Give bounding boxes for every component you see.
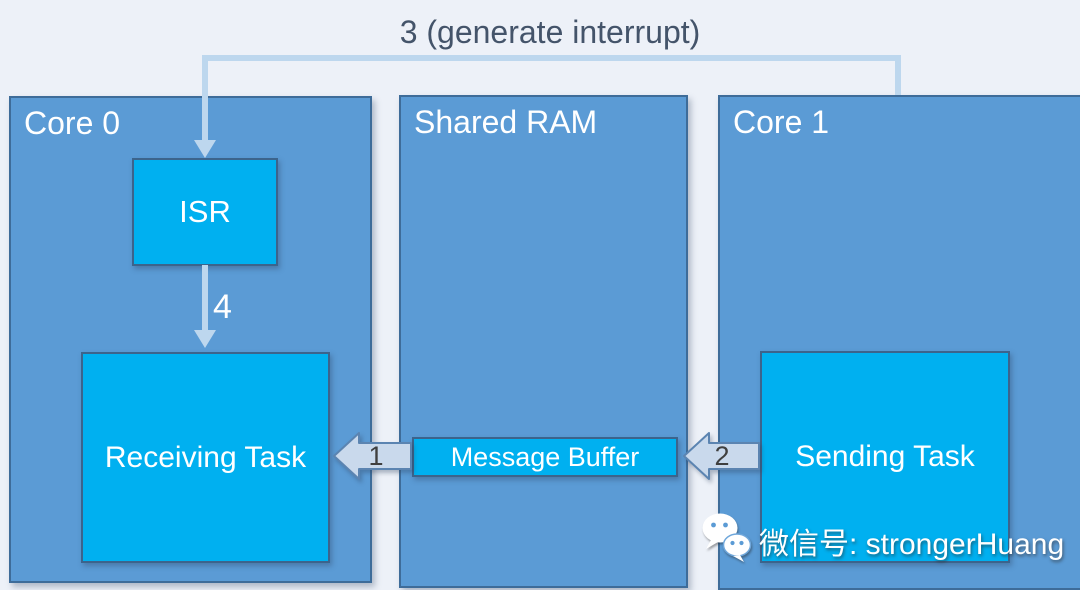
container-core-1-label: Core 1: [733, 104, 830, 140]
node-sending-task: Sending Task: [760, 351, 1010, 563]
connector-3-right-vertical-segment: [895, 55, 901, 95]
connector-4-arrowhead-icon: [194, 330, 216, 348]
watermark-text: 微信号: strongerHuang: [759, 528, 1065, 561]
step-4-label: 4: [213, 288, 232, 326]
block-arrow-2-icon: [683, 432, 760, 480]
step-2-label: 2: [714, 441, 730, 471]
step-3-label: 3 (generate interrupt): [399, 14, 701, 50]
node-isr-label: ISR: [179, 194, 231, 229]
block-arrow-1-icon: [333, 432, 412, 480]
node-sending-task-label: Sending Task: [795, 440, 975, 473]
node-message-buffer: Message Buffer: [412, 437, 678, 477]
container-shared-ram: Shared RAM: [399, 95, 688, 588]
connector-3-arrowhead-icon: [194, 140, 216, 158]
wechat-icon: [702, 513, 752, 562]
node-receiving-task-label: Receiving Task: [104, 440, 307, 474]
node-receiving-task: Receiving Task: [81, 352, 330, 563]
container-core-0-label: Core 0: [24, 105, 121, 141]
container-shared-ram-label: Shared RAM: [414, 104, 598, 140]
step-1-label: 1: [368, 441, 384, 471]
connector-3-horizontal-segment: [202, 55, 901, 61]
node-message-buffer-label: Message Buffer: [450, 441, 640, 472]
connector-4-vertical-segment: [202, 265, 208, 330]
watermark: 微信号: strongerHuang: [700, 511, 1064, 563]
connector-3-left-vertical-segment: [202, 55, 208, 141]
node-isr: ISR: [132, 158, 278, 266]
